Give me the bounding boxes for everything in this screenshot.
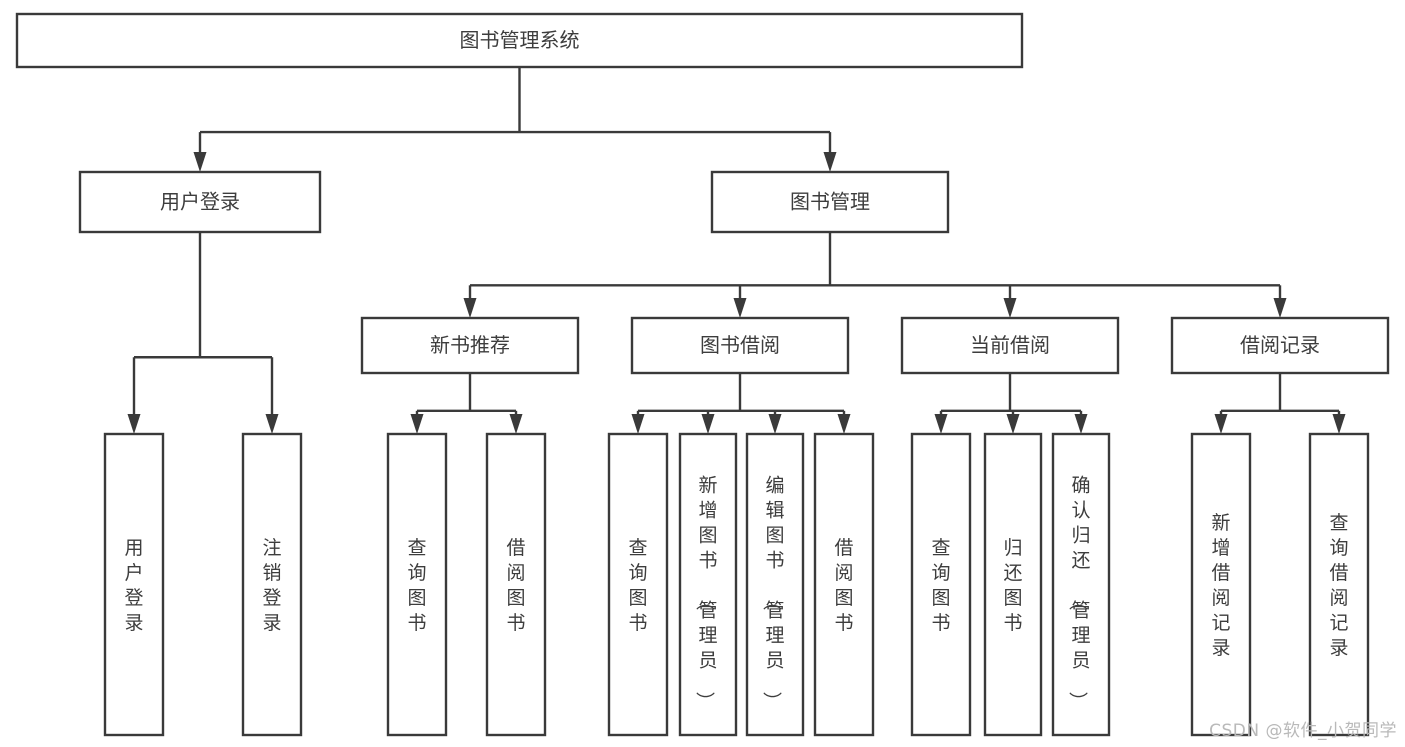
node-label: 新书推荐: [430, 333, 510, 357]
node-borrow-record[interactable]: 借阅记录: [1170, 316, 1390, 375]
arrow-head-icon: [509, 414, 523, 434]
node-label: 注销登录: [262, 537, 281, 634]
node-label: 新增图书（管理员）: [693, 475, 717, 711]
arrow-head-icon: [768, 414, 782, 434]
node-leaf-borrow-book-1[interactable]: 借阅图书: [485, 432, 547, 737]
node-leaf-return-book[interactable]: 归还图书: [983, 432, 1043, 737]
node-box[interactable]: [910, 432, 972, 737]
node-box[interactable]: [710, 170, 950, 234]
node-box[interactable]: [1170, 316, 1390, 375]
arrow-head-icon: [193, 152, 207, 172]
connector-group: [410, 373, 523, 434]
node-label: 确认归还（管理员）: [1066, 475, 1090, 711]
node-leaf-query-book-1[interactable]: 查询图书: [386, 432, 448, 737]
connector-group: [631, 373, 851, 434]
node-label: 查询图书: [628, 537, 647, 634]
node-layer: 图书管理系统用户登录图书管理新书推荐图书借阅当前借阅借阅记录用户登录注销登录查询…: [15, 12, 1390, 737]
arrow-head-icon: [1006, 414, 1020, 434]
node-label: 借阅图书: [506, 537, 525, 634]
node-label: 图书管理: [790, 190, 870, 214]
connector-group: [127, 232, 279, 434]
node-book-borrow[interactable]: 图书借阅: [630, 316, 850, 375]
arrow-head-icon: [1074, 414, 1088, 434]
node-box[interactable]: [678, 432, 738, 737]
connector-layer: [127, 67, 1346, 434]
node-box[interactable]: [745, 432, 805, 737]
node-box[interactable]: [103, 432, 165, 737]
arrow-head-icon: [701, 414, 715, 434]
arrow-head-icon: [1273, 298, 1287, 318]
node-box[interactable]: [630, 316, 850, 375]
node-label: 查询借阅记录: [1329, 512, 1348, 659]
node-box[interactable]: [1308, 432, 1370, 737]
node-label: 图书管理系统: [460, 28, 580, 52]
node-box[interactable]: [78, 170, 322, 234]
node-leaf-user-login[interactable]: 用户登录: [103, 432, 165, 737]
node-leaf-borrow-book-2[interactable]: 借阅图书: [813, 432, 875, 737]
arrow-head-icon: [410, 414, 424, 434]
node-box[interactable]: [485, 432, 547, 737]
node-label: 新增借阅记录: [1211, 512, 1230, 659]
node-leaf-add-record[interactable]: 新增借阅记录: [1190, 432, 1252, 737]
connector-group: [193, 67, 837, 172]
node-box[interactable]: [1190, 432, 1252, 737]
node-leaf-edit-book[interactable]: 编辑图书（管理员）: [745, 432, 805, 737]
node-label: 当前借阅: [970, 333, 1050, 357]
arrow-head-icon: [631, 414, 645, 434]
node-current-borrow[interactable]: 当前借阅: [900, 316, 1120, 375]
node-box[interactable]: [1051, 432, 1111, 737]
arrow-head-icon: [837, 414, 851, 434]
node-leaf-confirm-return[interactable]: 确认归还（管理员）: [1051, 432, 1111, 737]
node-box[interactable]: [813, 432, 875, 737]
node-label: 编辑图书（管理员）: [760, 475, 784, 711]
node-new-book-rec[interactable]: 新书推荐: [360, 316, 580, 375]
arrow-head-icon: [1332, 414, 1346, 434]
arrow-head-icon: [823, 152, 837, 172]
arrow-head-icon: [127, 414, 141, 434]
arrow-head-icon: [1214, 414, 1228, 434]
node-label: 用户登录: [124, 537, 143, 634]
arrow-head-icon: [1003, 298, 1017, 318]
node-leaf-query-record[interactable]: 查询借阅记录: [1308, 432, 1370, 737]
connector-group: [463, 232, 1287, 318]
node-leaf-user-logout[interactable]: 注销登录: [241, 432, 303, 737]
node-label: 用户登录: [160, 190, 240, 214]
node-box[interactable]: [983, 432, 1043, 737]
node-label: 图书借阅: [700, 333, 780, 357]
arrow-head-icon: [463, 298, 477, 318]
node-box[interactable]: [386, 432, 448, 737]
connector-group: [934, 373, 1088, 434]
connector-group: [1214, 373, 1346, 434]
node-box[interactable]: [15, 12, 1024, 69]
node-label: 归还图书: [1003, 537, 1022, 634]
node-box[interactable]: [241, 432, 303, 737]
node-label: 查询图书: [931, 537, 950, 634]
node-leaf-query-book-3[interactable]: 查询图书: [910, 432, 972, 737]
node-user-login[interactable]: 用户登录: [78, 170, 322, 234]
arrow-head-icon: [934, 414, 948, 434]
node-box[interactable]: [607, 432, 669, 737]
node-leaf-add-book[interactable]: 新增图书（管理员）: [678, 432, 738, 737]
node-root[interactable]: 图书管理系统: [15, 12, 1024, 69]
arrow-head-icon: [265, 414, 279, 434]
node-label: 借阅记录: [1240, 333, 1320, 357]
node-box[interactable]: [900, 316, 1120, 375]
node-book-manage[interactable]: 图书管理: [710, 170, 950, 234]
arrow-head-icon: [733, 298, 747, 318]
node-label: 查询图书: [407, 537, 426, 634]
node-label: 借阅图书: [834, 537, 853, 634]
node-leaf-query-book-2[interactable]: 查询图书: [607, 432, 669, 737]
node-box[interactable]: [360, 316, 580, 375]
